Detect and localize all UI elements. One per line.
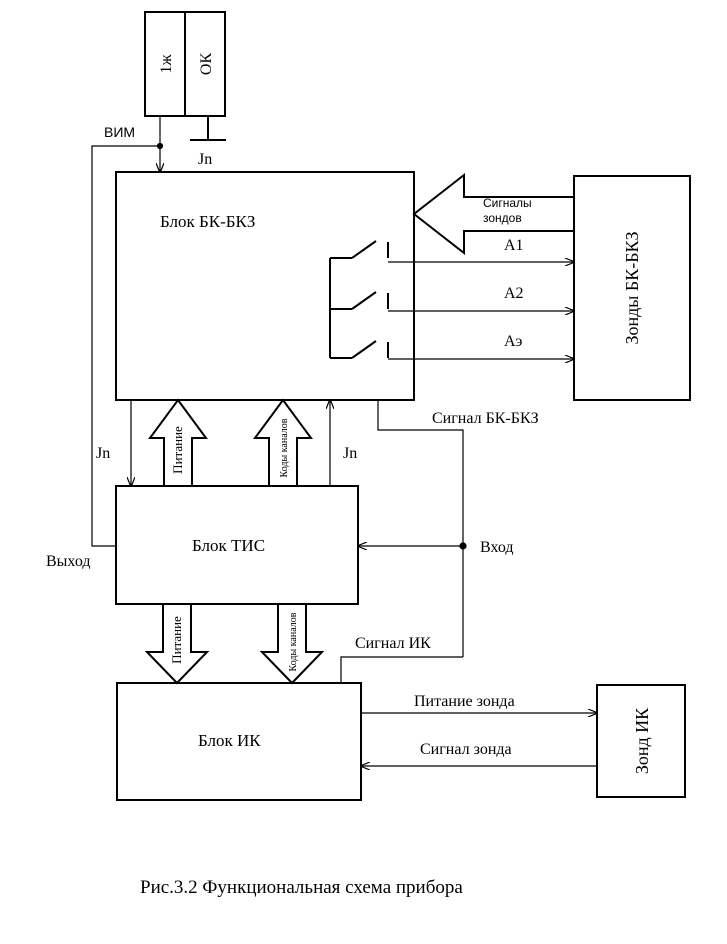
- codes-arrow-lower: [259, 603, 325, 685]
- block-bk-bkz-title: Блок БК-БКЗ: [160, 212, 255, 231]
- block-zond-ik: [596, 684, 686, 798]
- block-ik: [116, 682, 362, 801]
- power-lower-label: Питание: [169, 616, 184, 664]
- block-zondy-bk-bkz: [573, 175, 691, 401]
- jn-top-label: Jn: [198, 151, 212, 168]
- vim-label: ВИМ: [104, 124, 135, 140]
- block-bk-bkz: [115, 171, 415, 401]
- pitanie-zonda-label: Питание зонда: [414, 693, 515, 710]
- codes-lower-label: Коды каналов: [288, 612, 299, 671]
- vkhod-label: Вход: [480, 539, 514, 556]
- codes-arrow-upper: [253, 398, 313, 487]
- block-ik-title: Блок ИК: [198, 731, 261, 750]
- probe-signals-label-1: Сигналы: [483, 196, 532, 210]
- power-arrow-upper: [148, 398, 208, 487]
- power-upper-label: Питание: [170, 426, 185, 474]
- cell-ok: [184, 11, 226, 117]
- probe-signals-arrow: [412, 172, 574, 256]
- ae-label: Аэ: [504, 333, 523, 350]
- probe-signals-label-2: зондов: [483, 211, 522, 225]
- a2-label: А2: [504, 285, 524, 302]
- block-zond-ik-title: Зонд ИК: [632, 707, 652, 774]
- a1-label: А1: [504, 237, 524, 254]
- figure-caption: Рис.3.2 Функциональная схема прибора: [140, 877, 463, 898]
- power-arrow-lower: [144, 603, 210, 685]
- jn-left-label: Jn: [96, 445, 110, 462]
- jn-right-label: Jn: [343, 445, 357, 462]
- cell-1zh-label: 1ж: [158, 54, 175, 74]
- cell-ok-label: ОК: [198, 53, 215, 76]
- codes-upper-label: Коды каналов: [279, 418, 290, 477]
- block-tis-title: Блок ТИС: [192, 536, 265, 555]
- signal-bk-bkz-label: Сигнал БК-БКЗ: [432, 410, 539, 427]
- block-zondy-title: Зонды БК-БКЗ: [622, 231, 642, 344]
- signal-ik-label: Сигнал ИК: [355, 635, 431, 652]
- signal-zonda-label: Сигнал зонда: [420, 741, 512, 758]
- vykhod-label: Выход: [46, 553, 91, 570]
- switch-group: [329, 240, 389, 359]
